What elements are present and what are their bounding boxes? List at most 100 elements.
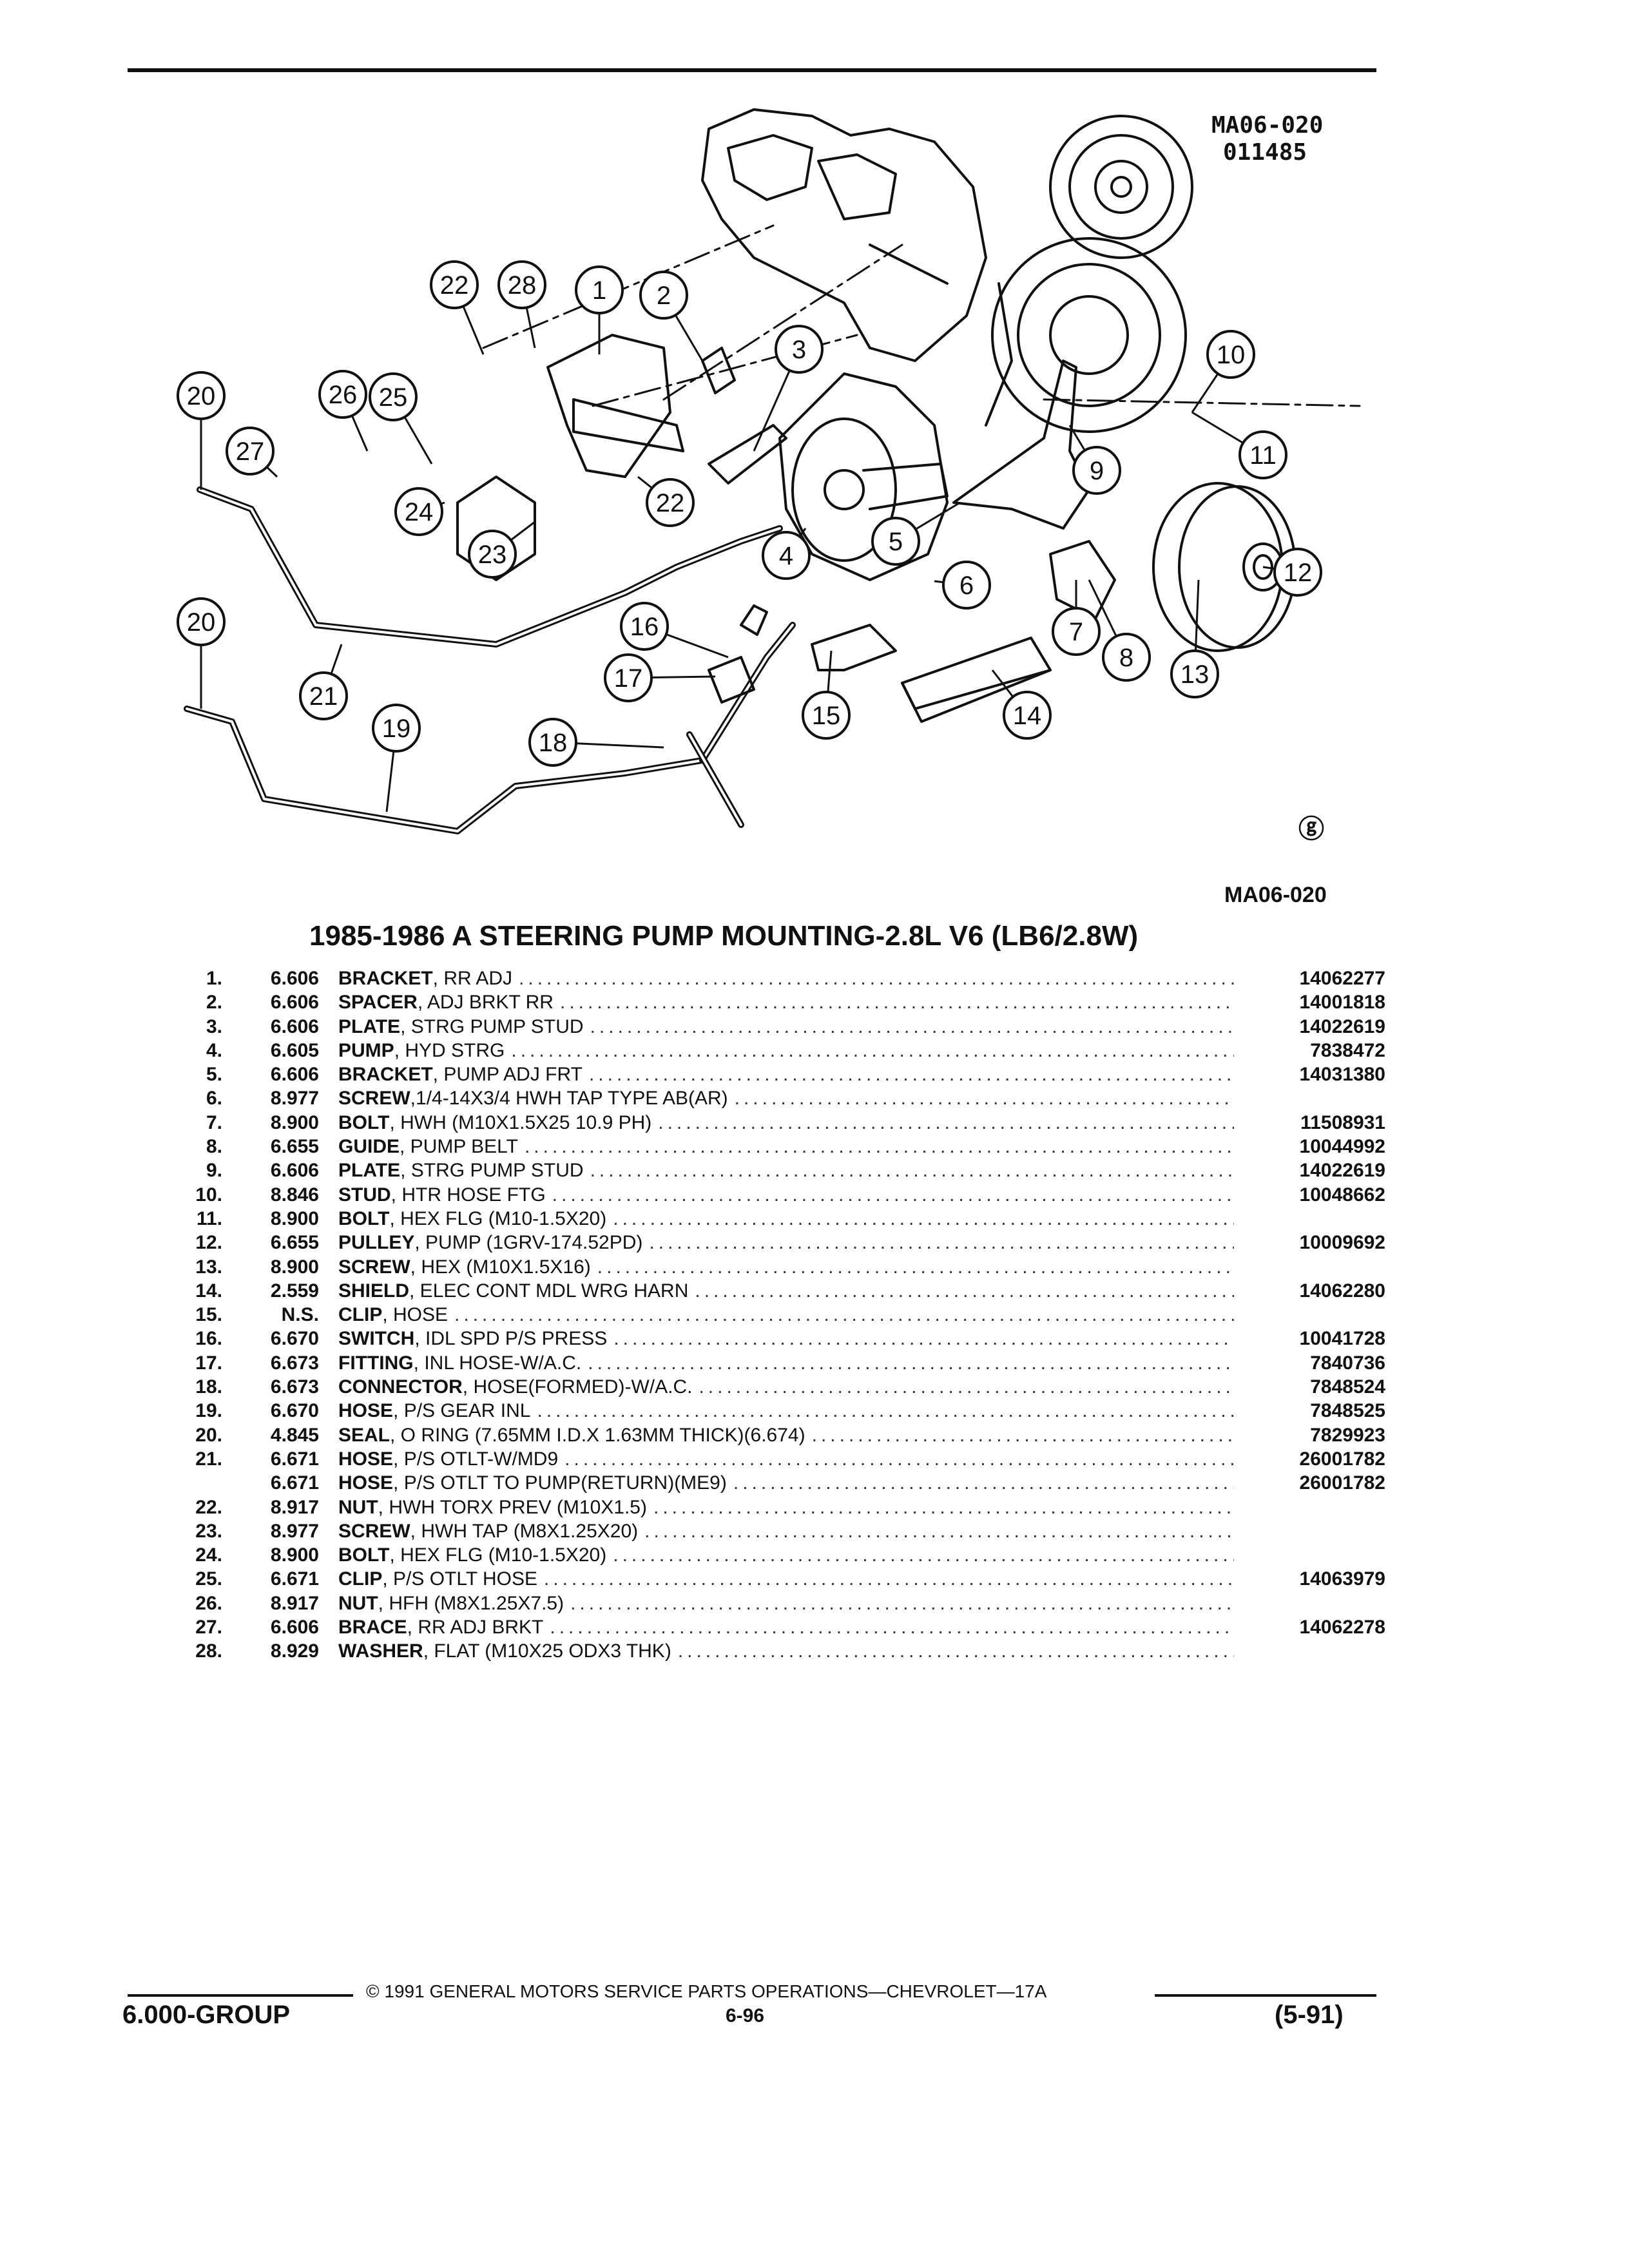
group-number: 6.655 (270, 1232, 319, 1254)
leader-dots: ........................................… (658, 1111, 1234, 1133)
leader-dots: ........................................… (588, 1064, 1234, 1086)
callout-12: 12 (1273, 548, 1322, 597)
callout-16: 16 (620, 602, 669, 651)
part-number: 14062280 (1299, 1280, 1385, 1302)
callout-number: 6 (959, 572, 974, 600)
leader-dots: ........................................… (454, 1304, 1234, 1326)
part-description: SCREW, HEX (M10X1.5X16).................… (338, 1255, 1240, 1279)
part-detail: ,1/4-14X3/4 HWH TAP TYPE AB(AR) (410, 1088, 728, 1110)
leader-dots: ........................................… (597, 1256, 1234, 1278)
callout-1: 1 (575, 265, 624, 314)
part-name: WASHER (338, 1640, 423, 1662)
part-number: 14001818 (1299, 992, 1385, 1014)
callout-7: 7 (1052, 607, 1101, 656)
part-index: 22. (195, 1496, 222, 1518)
part-detail: , PUMP ADJ FRT (432, 1064, 583, 1086)
part-description: BOLT, HWH (M10X1.5X25 10.9 PH)..........… (338, 1111, 1240, 1135)
pressure-switch (740, 604, 768, 636)
part-detail: , P/S OTLT HOSE (382, 1568, 537, 1590)
leader-dots: ........................................… (644, 1520, 1234, 1542)
callout-number: 16 (630, 613, 659, 641)
part-detail: , ADJ BRKT RR (417, 992, 554, 1014)
callout-5: 5 (871, 517, 920, 566)
part-number: 10044992 (1299, 1136, 1385, 1158)
pump-body (778, 372, 949, 581)
part-number: 14062278 (1299, 1617, 1385, 1639)
part-name: SHIELD (338, 1280, 410, 1302)
part-detail: , HWH TAP (M8X1.25X20) (410, 1520, 639, 1542)
engine-block (701, 108, 1193, 433)
callout-number: 20 (187, 608, 216, 637)
callout-number: 21 (309, 682, 338, 711)
callout-8: 8 (1102, 633, 1151, 682)
callout-21: 21 (299, 671, 348, 720)
group-number: 8.917 (270, 1592, 319, 1614)
leader-dots: ........................................… (699, 1376, 1234, 1398)
part-index: 9. (206, 1160, 222, 1182)
part-number: 10048662 (1299, 1184, 1385, 1206)
callout-number: 20 (187, 382, 216, 410)
part-description: PUMP, HYD STRG..........................… (338, 1039, 1240, 1062)
part-index: 14. (195, 1280, 222, 1302)
brace (572, 398, 684, 452)
part-description: NUT, HFH (M8X1.25X7.5)..................… (338, 1591, 1240, 1615)
part-index: 17. (195, 1352, 222, 1374)
part-index: 21. (195, 1448, 222, 1470)
group-number: 8.900 (270, 1207, 319, 1229)
part-number: 7848525 (1310, 1400, 1385, 1422)
part-description: SCREW,1/4-14X3/4 HWH TAP TYPE AB(AR)....… (338, 1086, 1240, 1110)
part-name: BRACKET (338, 968, 433, 989)
bracket-pump-adj (952, 360, 1090, 530)
part-detail: , HFH (M8X1.25X7.5) (378, 1592, 564, 1614)
part-detail: , IDL SPD P/S PRESS (414, 1328, 608, 1350)
leader-dots: ........................................… (613, 1328, 1234, 1350)
group-number: 6.671 (270, 1568, 319, 1590)
part-detail: , PUMP BELT (400, 1136, 518, 1158)
leader-dots: ........................................… (511, 1039, 1234, 1061)
leader-dots: ........................................… (695, 1280, 1234, 1302)
part-name: STUD (338, 1184, 391, 1206)
leader-dots: ........................................… (811, 1424, 1234, 1446)
part-name: SCREW (338, 1520, 410, 1542)
part-detail: , HYD STRG (394, 1039, 505, 1061)
footer-group: 6.000-GROUP (122, 2001, 291, 2029)
group-number: 8.977 (270, 1088, 319, 1110)
part-detail: , O RING (7.65MM I.D.X 1.63MM THICK)(6.6… (390, 1424, 805, 1446)
part-number: 14022619 (1299, 1160, 1385, 1182)
part-description: CLIP, P/S OTLT HOSE.....................… (338, 1567, 1240, 1591)
part-name: GUIDE (338, 1136, 400, 1158)
callout-number: 14 (1013, 702, 1042, 730)
part-detail: , PUMP (1GRV-174.52PD) (414, 1232, 643, 1254)
part-name: SEAL (338, 1424, 390, 1446)
part-name: CLIP (338, 1568, 383, 1590)
bracket-rr-adj (546, 334, 671, 478)
part-index: 15. (195, 1304, 222, 1326)
leader-dots: ........................................… (537, 1400, 1234, 1422)
group-number: 2.559 (270, 1280, 319, 1302)
callout-number: 25 (379, 383, 408, 412)
group-number: 8.900 (270, 1256, 319, 1278)
part-index: 24. (195, 1544, 222, 1566)
callout-20: 20 (177, 597, 226, 646)
group-number: 6.671 (270, 1472, 319, 1494)
group-number: 4.845 (270, 1424, 319, 1446)
leader-dots: ........................................… (552, 1184, 1234, 1206)
footer-page-number: 6-96 (726, 2005, 765, 2026)
inlet-fitting (708, 656, 755, 704)
part-index: 19. (195, 1400, 222, 1422)
part-name: PLATE (338, 1015, 401, 1037)
group-number: 8.900 (270, 1544, 319, 1566)
part-description: HOSE, P/S GEAR INL......................… (338, 1399, 1240, 1423)
part-index: 12. (195, 1232, 222, 1254)
footer-rule-left (128, 1994, 353, 1997)
callout-2: 2 (639, 271, 688, 320)
